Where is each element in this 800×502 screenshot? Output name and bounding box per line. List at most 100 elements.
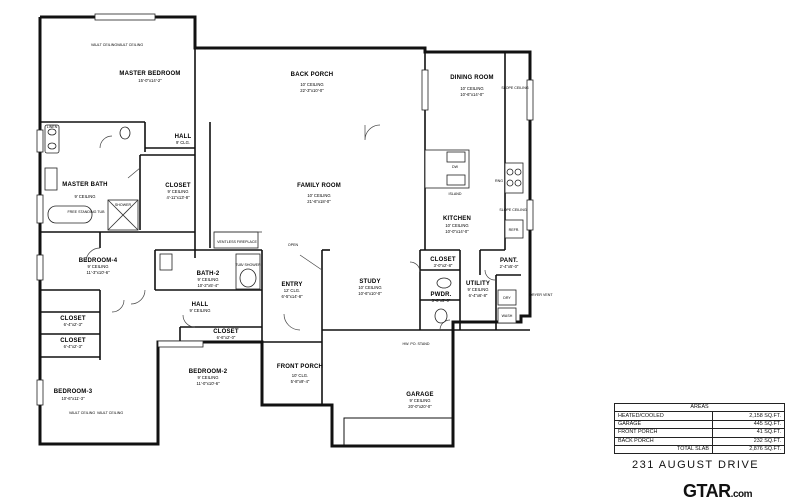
bedroom2-ceiling: 9' CEILING [197, 375, 218, 380]
shower-label: SHOWER [115, 203, 132, 207]
dw-label: DW [452, 165, 459, 169]
area-value: 41 SQ.FT. [711, 428, 786, 438]
table-row: HEATED/COOLED 2,158 SQ.FT. [614, 411, 786, 421]
closet-master-dims: 4'-11"x13'-8" [166, 195, 190, 200]
hall-top-ceiling: 9' CLG. [176, 140, 190, 145]
bedroom2-dims: 11'-0"x10'-6" [196, 381, 220, 386]
closet-entry-name: CLOSET [430, 257, 456, 263]
table-row: BACK PORCH 232 SQ.FT. [614, 436, 786, 446]
area-label: BACK PORCH [614, 436, 713, 446]
garage-ceiling: 9' CEILING [409, 398, 430, 403]
fireplace-label: VENTLESS FIREPLACE [217, 240, 257, 244]
bedroom3-vault-label-2: VAULT CEILING [97, 411, 124, 415]
area-label: FRONT PORCH [614, 428, 713, 438]
master-bedroom-dims: 15'-0"x14'-2" [138, 78, 162, 83]
pantry-name: PANT. [500, 258, 518, 264]
hall-mid-name: HALL [192, 302, 209, 308]
pwdr-dims: 3'-6"x5'-0" [432, 298, 451, 303]
back-porch-name: BACK PORCH [291, 72, 334, 78]
bedroom2-name: BEDROOM-2 [189, 369, 228, 375]
address-caption: 231 AUGUST DRIVE [632, 459, 760, 471]
closet-b4a-dims: 6'-4"x2'-3" [64, 322, 83, 327]
area-label: GARAGE [614, 419, 713, 430]
entry-dims: 6'-5"x14'-8" [281, 294, 303, 299]
closet-master-name: CLOSET [165, 183, 191, 189]
master-vault-label-1: VAULT CEILING [91, 43, 118, 47]
master-bath-name: MASTER BATH [62, 182, 107, 188]
utility-name: UTILITY [466, 281, 490, 287]
front-porch-name: FRONT PORCH [277, 364, 323, 370]
area-label: HEATED/COOLED [614, 411, 713, 421]
area-value: 445 SQ.FT. [711, 419, 786, 430]
pantry-dims: 2'-4"x5'-0" [500, 264, 519, 269]
closet-b4b-name: CLOSET [60, 338, 86, 344]
garage-dims: 20'-0"x20'-0" [408, 404, 432, 409]
logo-domain: .com [730, 489, 753, 500]
dining-room-name: DINING ROOM [450, 75, 494, 81]
bedroom3-dims: 10'-6"x11'-3" [61, 396, 85, 401]
bath2-dims: 10'-2"x5'-4" [197, 283, 219, 288]
entry-name: ENTRY [281, 282, 302, 288]
garage-name: GARAGE [406, 392, 434, 398]
fixtures [44, 124, 524, 324]
dining-room-dims: 10'-6"x14'-0" [460, 92, 484, 97]
master-vault-label-2: VAULT CEILING [117, 43, 144, 47]
closet-hall-name: CLOSET [213, 329, 239, 335]
dining-slope-label: SLOPE CEILING [501, 86, 529, 90]
front-porch-dims: 5'-8"x9'-4" [291, 379, 310, 384]
logo-main: GTAR [683, 481, 731, 501]
table-row-total: TOTAL SLAB 2,876 SQ.FT. [614, 444, 786, 455]
gtar-logo: GTAR.com [683, 481, 753, 502]
table-row: FRONT PORCH 41 SQ.FT. [614, 428, 786, 438]
hall-mid-ceiling: 9' CEILING [189, 308, 210, 313]
utility-ceiling: 9' CEILING [467, 287, 488, 292]
study-ceiling: 10' CEILING [358, 285, 381, 290]
back-porch-dims: 22'-3"x10'-0" [300, 88, 324, 93]
tub-label: FREE STANDING TUB [67, 210, 105, 214]
total-label: TOTAL SLAB [614, 444, 713, 455]
linen-label: LINEN [47, 125, 58, 129]
family-room-ceiling: 10' CEILING [307, 193, 330, 198]
bath2-tub-label: TUB/ SHOWER [235, 263, 261, 267]
bedroom3-name: BEDROOM-3 [54, 389, 93, 395]
family-room-name: FAMILY ROOM [297, 183, 341, 189]
wash-label: WASH [502, 314, 513, 318]
hall-top-name: HALL [175, 134, 192, 140]
hvac-label: HW. PO. STAND [403, 342, 430, 346]
master-bath-ceiling: 9' CEILING [74, 194, 95, 199]
back-porch-ceiling: 10' CEILING [300, 82, 323, 87]
refr-label: REFR. [509, 228, 520, 232]
front-porch-ceiling: 10' CLG. [292, 373, 308, 378]
study-name: STUDY [359, 279, 380, 285]
master-bedroom-name: MASTER BEDROOM [119, 71, 180, 77]
closet-b4b-dims: 6'-4"x2'-3" [64, 344, 83, 349]
study-dims: 10'-6"x10'-0" [358, 291, 382, 296]
bath2-name: BATH-2 [197, 271, 220, 277]
windows [36, 13, 534, 406]
areas-title: AREAS [614, 402, 785, 413]
range-label: RNG [495, 179, 503, 183]
closet-b4a-name: CLOSET [60, 316, 86, 322]
area-value: 232 SQ.FT. [711, 436, 786, 446]
utility-dims: 6'-4"x6'-8" [469, 293, 488, 298]
table-row: GARAGE 445 SQ.FT. [614, 419, 786, 430]
pwdr-name: PWDR. [431, 292, 452, 298]
kitchen-slope-label: SLOPE CEILING [499, 208, 527, 212]
room-labels: VAULT CEILING VAULT CEILING MASTER BEDRO… [47, 43, 554, 415]
bedroom4-name: BEDROOM-4 [79, 258, 118, 264]
family-room-dims: 21'-6"x18'-0" [307, 199, 331, 204]
bedroom4-dims: 11'-3"x10'-6" [86, 270, 110, 275]
entry-ceiling: 12' CLG. [284, 288, 300, 293]
areas-table: AREAS HEATED/COOLED 2,158 SQ.FT. GARAGE … [614, 402, 786, 455]
dry-label: DRY [503, 296, 511, 300]
kitchen-dims: 10'-0"x14'-0" [445, 229, 469, 234]
island-label: ISLAND [449, 192, 462, 196]
closet-master-ceiling: 9' CEILING [167, 189, 188, 194]
bedroom4-ceiling: 9' CEILING [87, 264, 108, 269]
kitchen-name: KITCHEN [443, 216, 471, 222]
interior-walls [40, 48, 530, 405]
closet-hall-dims: 6'-6"x2'-0" [217, 335, 236, 340]
kitchen-ceiling: 10' CEILING [445, 223, 468, 228]
area-value: 2,158 SQ.FT. [711, 411, 786, 421]
closet-entry-dims: 3'-0"x2'-8" [434, 263, 453, 268]
